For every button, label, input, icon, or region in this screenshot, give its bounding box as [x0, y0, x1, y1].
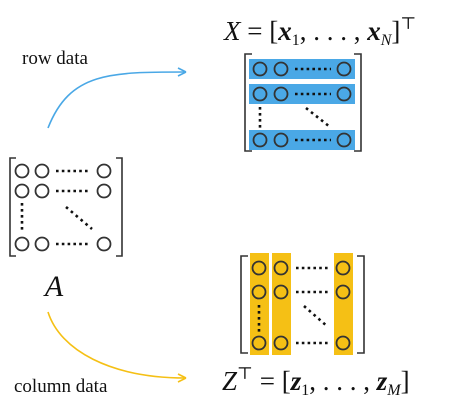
z-equation: Z⊤ = [z1, . . . , zM] [222, 364, 410, 399]
row-data-label: row data [22, 48, 89, 69]
column-data-arrow-head [177, 373, 187, 383]
matrix-a [9, 157, 123, 257]
x-equation: X = [x1, . . . , xN]⊤ [223, 14, 416, 49]
matrix-a-entry [96, 236, 112, 252]
column-data-label: column data [14, 376, 108, 397]
column-highlight [334, 253, 353, 355]
matrix-x-entry [252, 61, 268, 77]
matrix-x-entry [252, 86, 268, 102]
matrix-a-label: A [43, 270, 64, 303]
matrix-x-entry [336, 132, 352, 148]
matrix-x [244, 53, 362, 152]
matrix-x-entry [252, 132, 268, 148]
matrix-x-entry [273, 61, 289, 77]
matrix-a-ddots [65, 206, 93, 230]
matrix-z-entry [273, 335, 289, 351]
matrix-z-entry [335, 260, 351, 276]
matrix-x-entry [273, 86, 289, 102]
row-data-arrow-head [177, 67, 187, 77]
matrix-z-entry [251, 260, 267, 276]
matrix-z-left-bracket [240, 255, 248, 354]
matrix-a-entry [34, 183, 50, 199]
matrix-a-right-bracket [116, 157, 123, 257]
matrix-x-right-bracket [354, 53, 362, 152]
matrix-x-ddots [305, 106, 331, 129]
matrix-a-left-bracket [9, 157, 16, 257]
matrix-a-entry [96, 163, 112, 179]
matrix-z-right-bracket [357, 255, 365, 354]
matrix-z-entry [251, 335, 267, 351]
matrix-a-entry [14, 163, 30, 179]
matrix-a-entry [34, 163, 50, 179]
matrix-z-entry [335, 284, 351, 300]
matrix-a-entry [14, 236, 30, 252]
matrix-x-entry [336, 86, 352, 102]
row-data-arrow [47, 71, 187, 129]
column-highlight [272, 253, 291, 355]
matrix-z-entry [273, 260, 289, 276]
matrix-x-entry [273, 132, 289, 148]
matrix-x-left-bracket [244, 53, 252, 152]
matrix-x-entry [336, 61, 352, 77]
column-highlight [250, 253, 269, 355]
column-data-arrow [47, 311, 187, 379]
matrix-z-entry [273, 284, 289, 300]
matrix-z-entry [335, 335, 351, 351]
matrix-a-entry [34, 236, 50, 252]
matrix-a-entry [14, 183, 30, 199]
matrix-z-ddots [303, 305, 329, 328]
matrix-z [240, 253, 365, 355]
matrix-z-entry [251, 284, 267, 300]
matrix-a-entry [96, 183, 112, 199]
